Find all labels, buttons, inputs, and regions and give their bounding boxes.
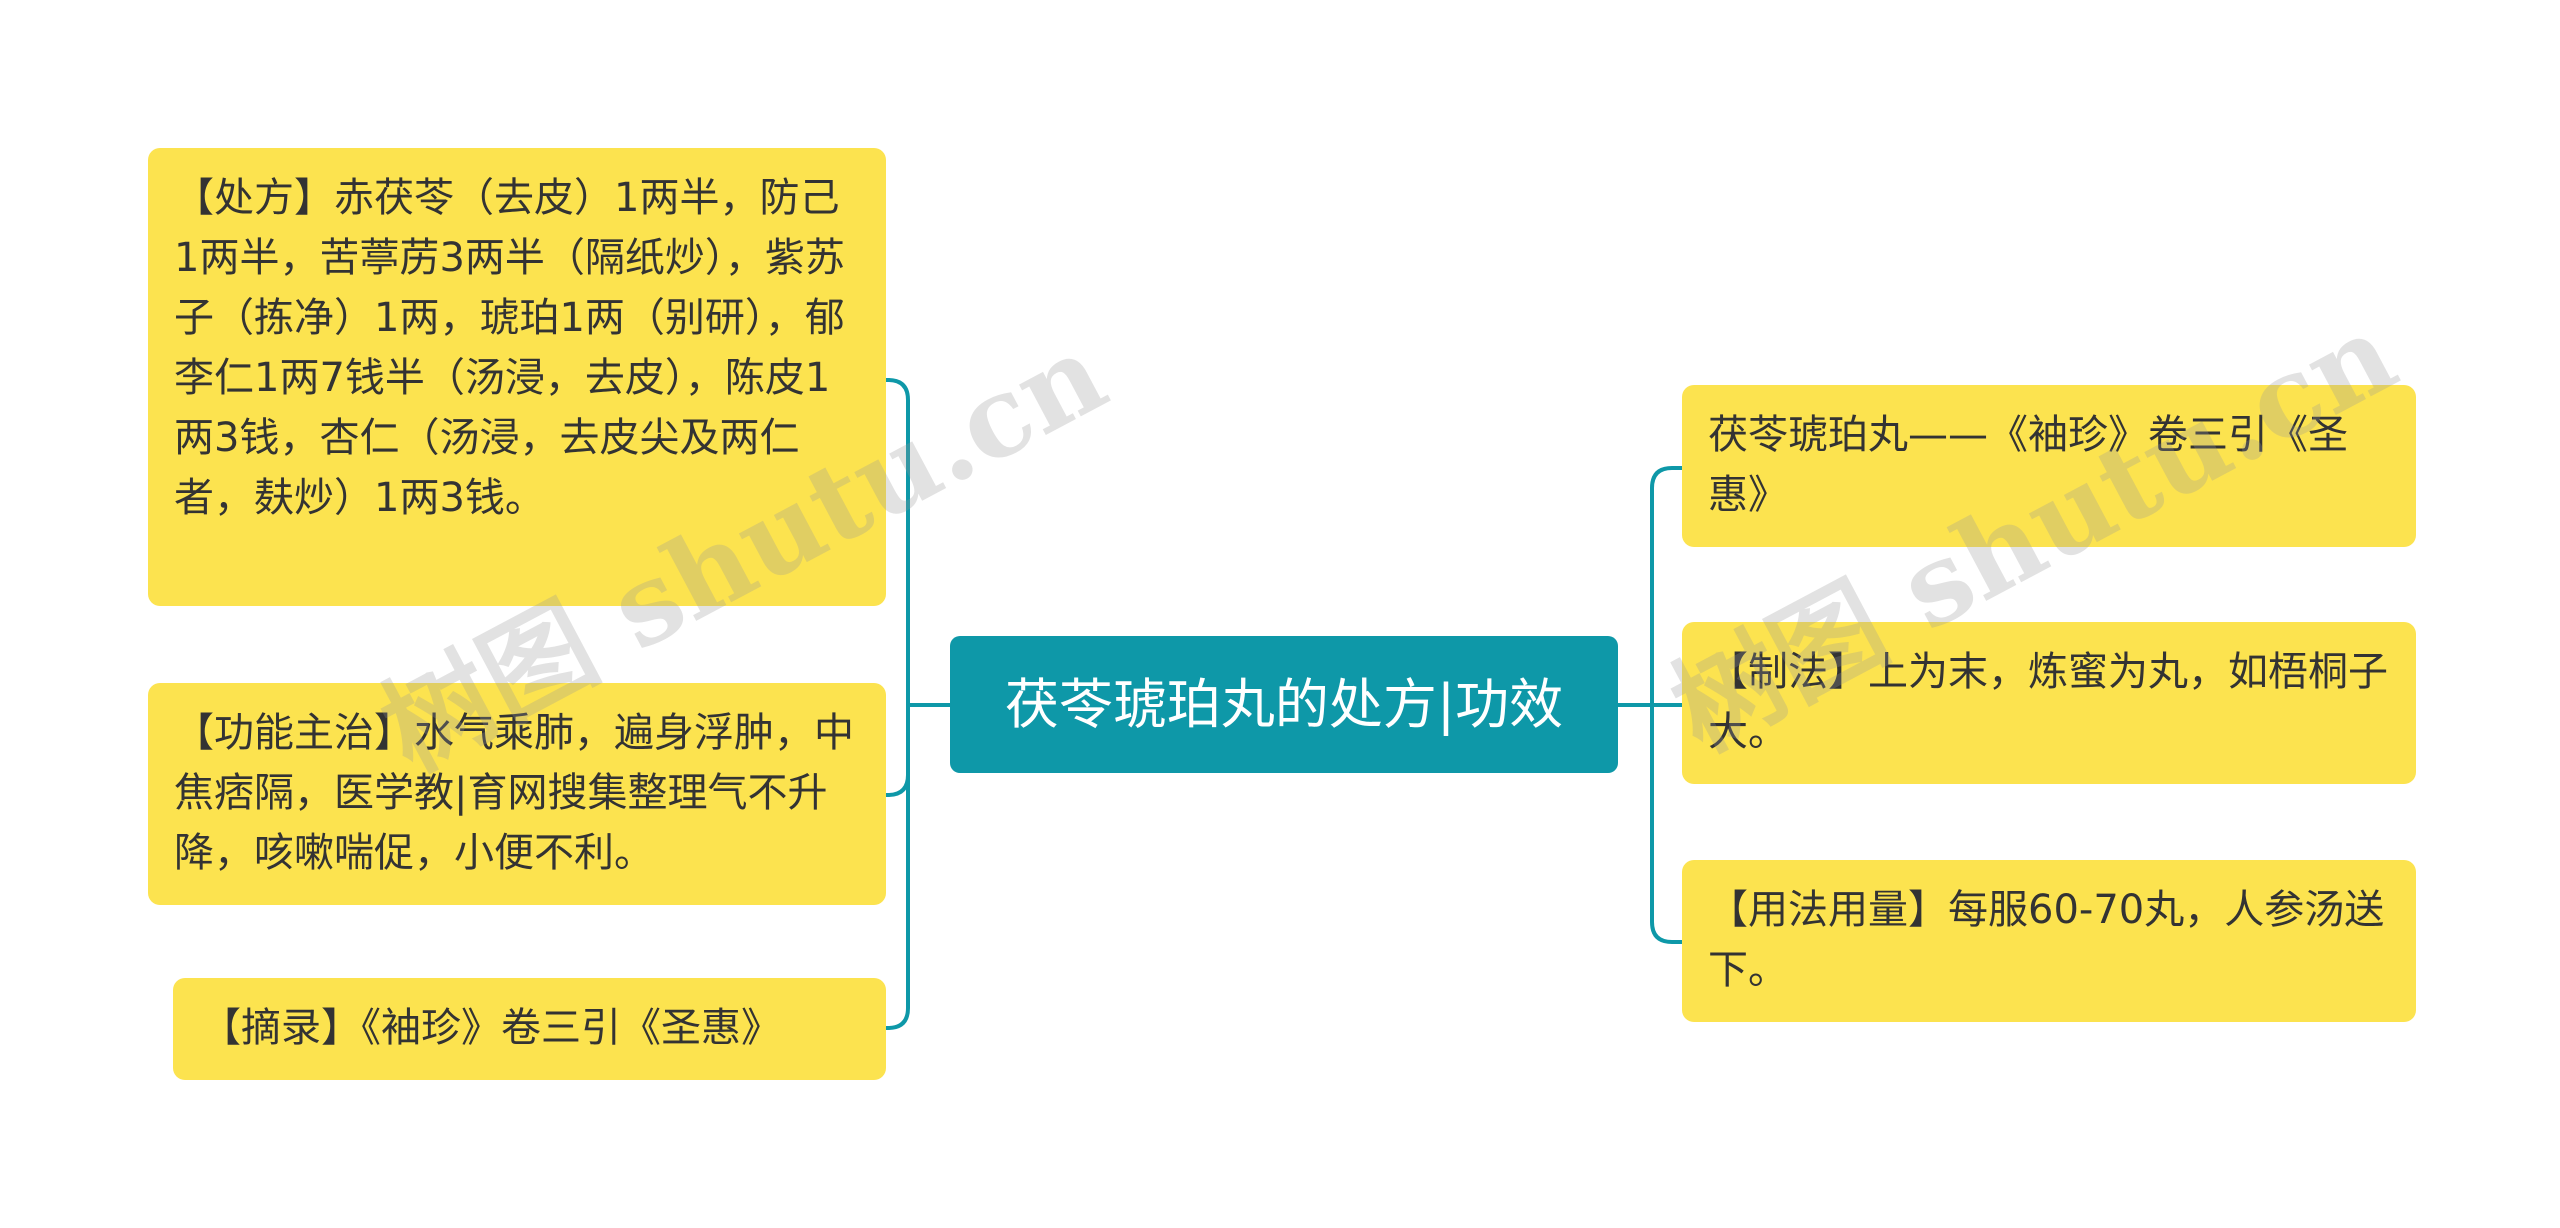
node-preparation[interactable]: 【制法】上为末，炼蜜为丸，如梧桐子大。 <box>1682 622 2416 784</box>
central-topic[interactable]: 茯苓琥珀丸的处方|功效 <box>950 636 1618 773</box>
central-topic-label: 茯苓琥珀丸的处方|功效 <box>1004 672 1564 736</box>
node-source-text: 茯苓琥珀丸——《袖珍》卷三引《圣惠》 <box>1708 412 2348 518</box>
node-dosage[interactable]: 【用法用量】每服60-70丸，人参汤送下。 <box>1682 860 2416 1022</box>
node-dosage-text: 【用法用量】每服60-70丸，人参汤送下。 <box>1708 887 2385 993</box>
node-prescription[interactable]: 【处方】赤茯苓（去皮）1两半，防己1两半，苦葶苈3两半（隔纸炒），紫苏子（拣净）… <box>148 148 886 606</box>
connector-right-1 <box>1618 466 1682 707</box>
node-indications[interactable]: 【功能主治】水气乘肺，遍身浮肿，中焦痞隔，医学教|育网搜集整理气不升降，咳嗽喘促… <box>148 683 886 905</box>
connector-left-3 <box>886 703 955 1030</box>
connector-left-1 <box>886 378 955 707</box>
connector-left-2 <box>886 703 955 797</box>
node-indications-text: 【功能主治】水气乘肺，遍身浮肿，中焦痞隔，医学教|育网搜集整理气不升降，咳嗽喘促… <box>174 710 854 876</box>
node-source[interactable]: 茯苓琥珀丸——《袖珍》卷三引《圣惠》 <box>1682 385 2416 547</box>
connector-right-3 <box>1618 703 1682 944</box>
node-excerpt-text: 【摘录】《袖珍》卷三引《圣惠》 <box>201 1005 781 1051</box>
node-excerpt[interactable]: 【摘录】《袖珍》卷三引《圣惠》 <box>173 978 886 1080</box>
node-prescription-text: 【处方】赤茯苓（去皮）1两半，防己1两半，苦葶苈3两半（隔纸炒），紫苏子（拣净）… <box>174 175 845 521</box>
node-preparation-text: 【制法】上为末，炼蜜为丸，如梧桐子大。 <box>1708 649 2388 755</box>
